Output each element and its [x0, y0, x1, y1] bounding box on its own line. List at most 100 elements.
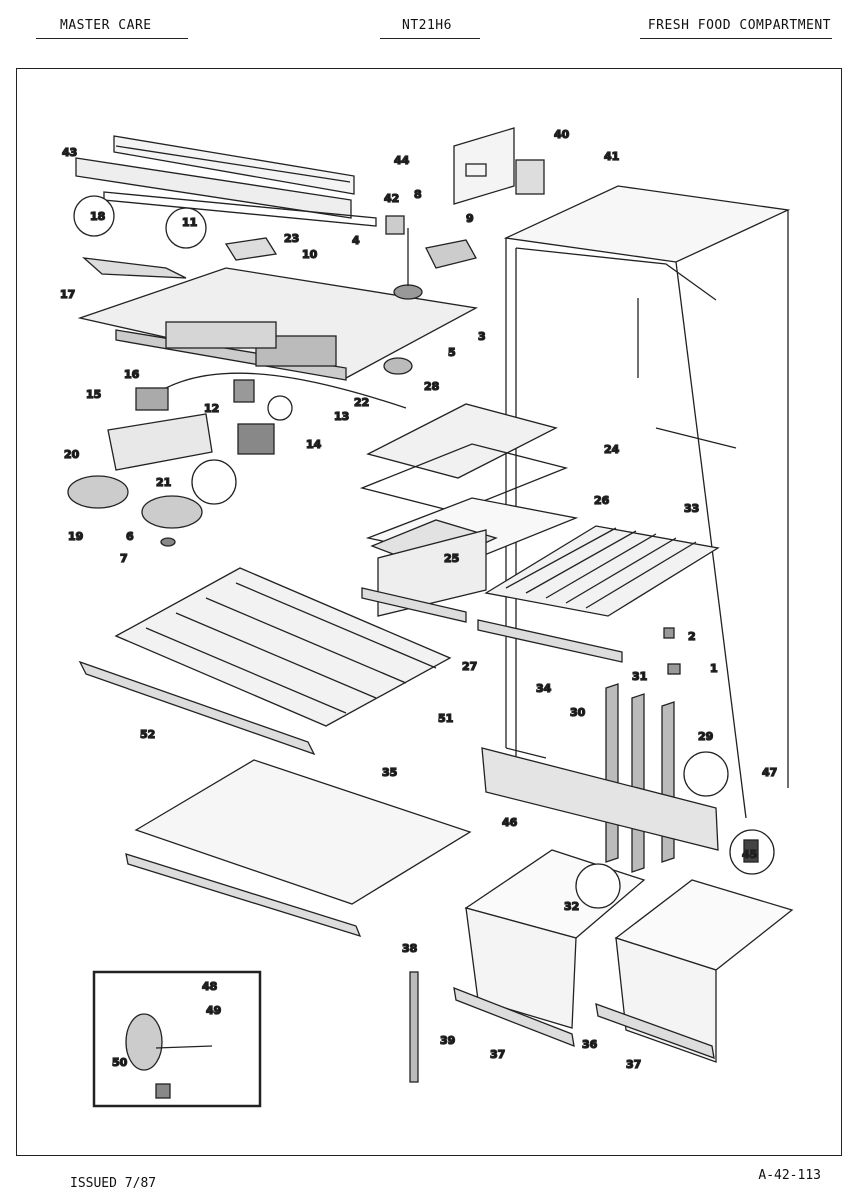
callout-50: 50	[112, 1056, 128, 1069]
callout-13: 13	[334, 410, 349, 423]
callout-39: 39	[440, 1034, 455, 1047]
part-10-plate	[224, 237, 278, 261]
part-40-bracket	[453, 127, 515, 205]
footer-issued: ISSUED 7/87	[70, 1176, 157, 1191]
header-center: NT21H6	[402, 18, 452, 33]
crisper-drawers	[453, 849, 794, 1063]
part-39-rod	[409, 971, 419, 1083]
part-22-capillary	[165, 372, 407, 409]
callout-24: 24	[604, 443, 620, 456]
callout-44: 44	[394, 154, 410, 167]
callout-23: 23	[284, 232, 299, 245]
callout-52: 52	[140, 728, 155, 741]
part-34-trim	[477, 619, 623, 663]
part-31-rail	[631, 693, 645, 873]
callout-15: 15	[86, 388, 101, 401]
header-left: MASTER CARE	[60, 18, 152, 33]
callout-1: 1	[710, 662, 718, 675]
callout-3: 3	[478, 330, 486, 343]
part-17-bracket	[82, 257, 187, 279]
callout-34: 34	[536, 682, 552, 695]
wire-shelf-33	[484, 525, 720, 617]
part-47-detail	[683, 751, 729, 797]
exploded-parts-diagram: 43 44 42 40 41 8 9 18 11 23 4 10 17 3 16…	[59, 127, 794, 1108]
callout-51: 51	[438, 712, 453, 725]
callout-25: 25	[444, 552, 459, 565]
callout-2: 2	[688, 630, 696, 643]
part-7-clip	[160, 537, 176, 547]
part-32-detail	[575, 863, 621, 909]
part-12-socket	[233, 379, 255, 403]
callout-4: 4	[352, 234, 360, 247]
callout-7: 7	[120, 552, 128, 565]
part-2-screw	[663, 627, 675, 639]
callout-27: 27	[462, 660, 477, 673]
part-21-detail	[191, 459, 237, 505]
header-right: FRESH FOOD COMPARTMENT	[647, 18, 831, 33]
callout-33: 33	[684, 502, 699, 515]
callout-18: 18	[90, 210, 105, 223]
callout-36: 36	[582, 1038, 598, 1051]
callout-22: 22	[354, 396, 369, 409]
callout-40: 40	[554, 128, 570, 141]
callout-31: 31	[632, 670, 647, 683]
crisper-shelf-group	[359, 403, 579, 617]
callout-37-left: 37	[490, 1048, 505, 1061]
callout-47: 47	[762, 766, 777, 779]
callout-41: 41	[604, 150, 619, 163]
callout-labels: 43 44 42 40 41 8 9 18 11 23 4 10 17 3 16…	[59, 127, 778, 1071]
callout-20: 20	[64, 448, 80, 461]
header-rule-left	[36, 38, 188, 39]
callout-38: 38	[402, 942, 417, 955]
callout-32: 32	[564, 900, 579, 913]
header-rule-right	[640, 38, 832, 39]
callout-46: 46	[502, 816, 518, 829]
callout-19: 19	[68, 530, 83, 543]
part-5-knob	[383, 357, 413, 375]
glass-shelf-35	[125, 759, 472, 938]
callout-37-right: 37	[626, 1058, 641, 1071]
callout-28: 28	[424, 380, 439, 393]
header-rule-center	[380, 38, 480, 39]
part-18-detail	[73, 195, 115, 237]
callout-43: 43	[62, 146, 77, 159]
callout-26: 26	[594, 494, 610, 507]
callout-6: 6	[126, 530, 134, 543]
wire-shelf-51	[78, 567, 452, 756]
callout-17: 17	[60, 288, 75, 301]
control-housing	[77, 215, 478, 381]
part-41-clip	[515, 159, 545, 195]
callout-8: 8	[414, 188, 422, 201]
part-27-trim	[361, 587, 467, 623]
part-1-screw	[667, 663, 681, 675]
callout-45: 45	[742, 848, 757, 861]
part-30-rail	[605, 683, 619, 863]
callout-5: 5	[448, 346, 456, 359]
part-6-dial	[141, 495, 203, 529]
callout-9: 9	[466, 212, 474, 225]
part-20-housing	[107, 413, 213, 471]
part-19-dial	[67, 475, 129, 509]
callout-48: 48	[202, 980, 217, 993]
callout-12: 12	[204, 402, 219, 415]
callout-30: 30	[570, 706, 586, 719]
callout-14: 14	[306, 438, 322, 451]
part-15-thermostat	[135, 387, 169, 411]
callout-16: 16	[124, 368, 140, 381]
part-11-detail	[165, 207, 207, 249]
top-rail-assembly	[75, 135, 377, 227]
inset-roller-detail	[92, 970, 262, 1108]
cabinet	[503, 185, 791, 819]
callout-49: 49	[206, 1004, 221, 1017]
part-45-leveler	[743, 839, 759, 863]
part-14-switch	[237, 423, 275, 455]
callout-35: 35	[382, 766, 397, 779]
part-46-cover	[481, 747, 719, 851]
part-13-bulb	[267, 395, 293, 421]
diagram-frame	[16, 68, 842, 1156]
footer-code: A-42-113	[758, 1168, 821, 1183]
callout-42: 42	[384, 192, 399, 205]
callout-29: 29	[698, 730, 713, 743]
callout-21: 21	[156, 476, 171, 489]
callout-10: 10	[302, 248, 318, 261]
